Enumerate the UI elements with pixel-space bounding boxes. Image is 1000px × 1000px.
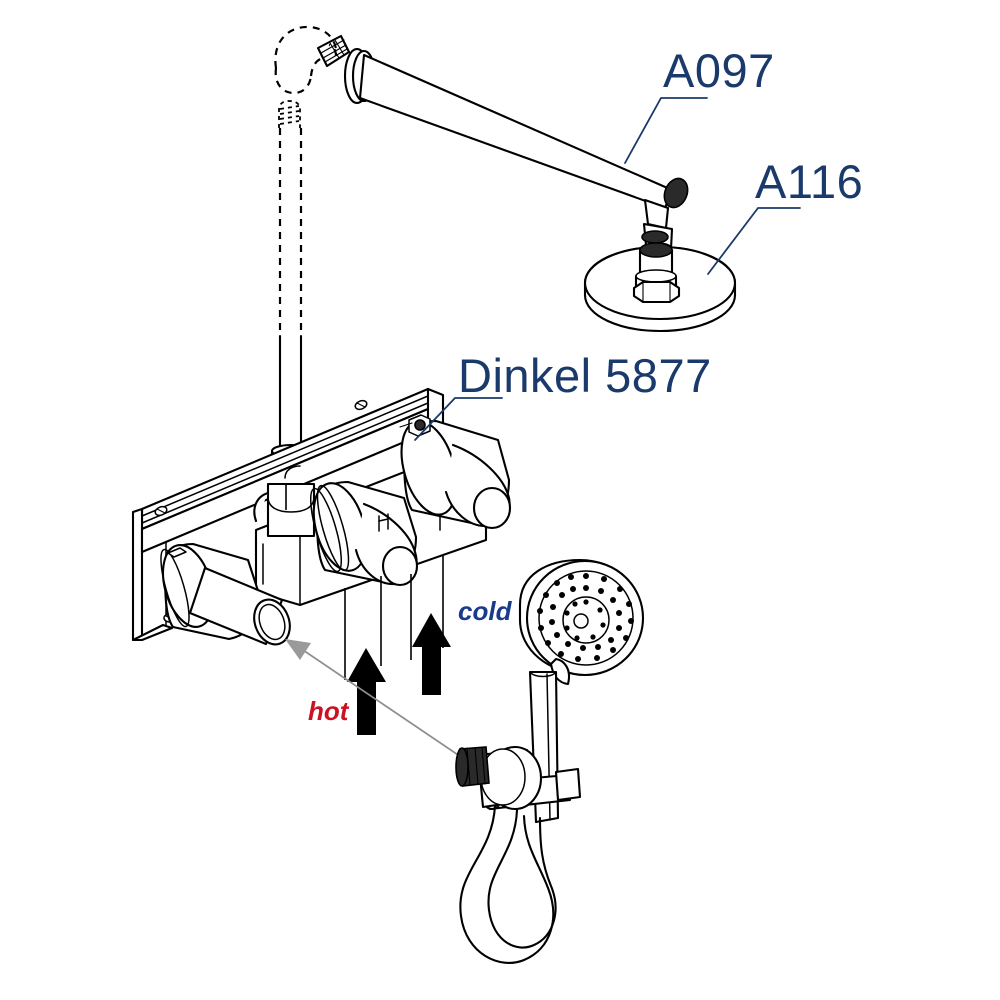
valve-handle-left (160, 542, 291, 646)
label-hot: hot (308, 696, 349, 726)
manifold-edges (262, 465, 301, 585)
mounting-rail (131, 387, 445, 642)
overhead-shower-head (583, 230, 737, 333)
leader-line-dinkel (414, 397, 503, 441)
valve-handle-right (399, 414, 512, 530)
hidden-elbow-icon (274, 25, 338, 95)
shower-arm (343, 47, 689, 254)
projection-lines (285, 484, 444, 680)
cold-inlet-arrow (412, 613, 451, 695)
riser-pipe (266, 100, 316, 486)
threaded-stub-icon (316, 34, 351, 68)
valve-handle-center (309, 480, 419, 587)
hose-outlet-arrow (285, 639, 471, 764)
label-cold: cold (458, 596, 512, 626)
hot-inlet-arrow (347, 648, 386, 735)
leader-line-a097 (624, 97, 708, 164)
hose-connector (455, 745, 543, 811)
leader-line-a116 (707, 207, 801, 275)
hand-shower-head (518, 558, 645, 686)
shower-hose (459, 804, 557, 964)
label-a116: A116 (755, 155, 864, 208)
manifold-clip-icon (378, 513, 389, 532)
label-dinkel-5877: Dinkel 5877 (458, 349, 712, 402)
label-a097: A097 (663, 44, 775, 97)
